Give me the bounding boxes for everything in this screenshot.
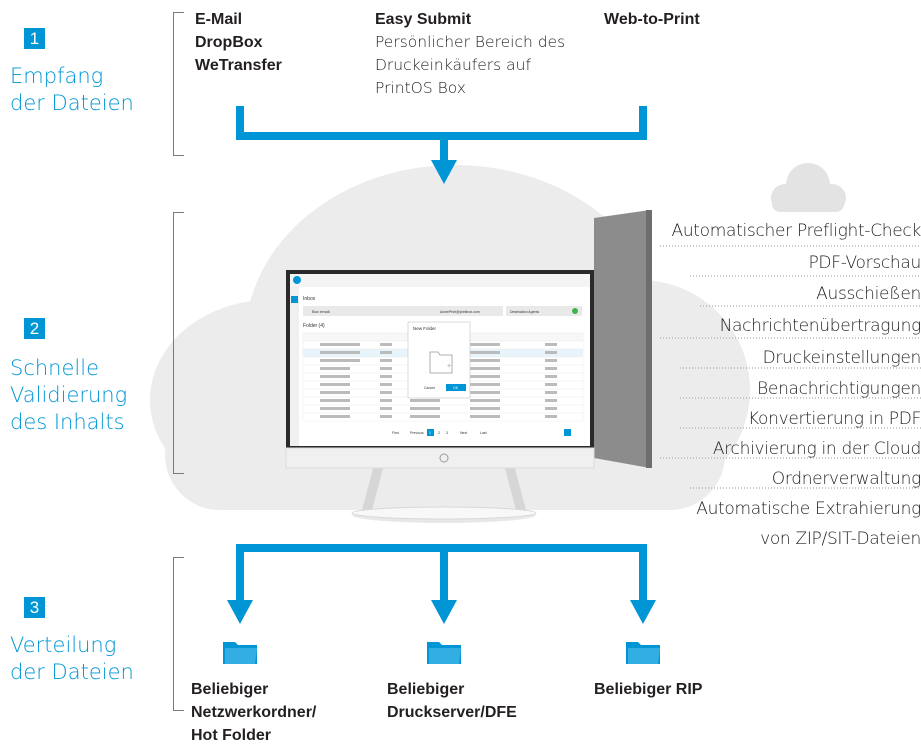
feature-item: Konvertierung in PDF xyxy=(748,409,921,429)
step-1-title: Empfang der Dateien xyxy=(10,64,134,115)
svg-text:First: First xyxy=(392,431,399,435)
svg-text:Next: Next xyxy=(460,431,467,435)
monitor-destination: Destination Agents xyxy=(510,310,539,314)
small-cloud-icon xyxy=(771,163,846,212)
svg-text:Previous: Previous xyxy=(410,431,424,435)
step-3-bracket xyxy=(173,557,184,711)
step-2-title: Schnelle Validierung des Inhalts xyxy=(10,356,128,434)
destination-network-folder: Beliebiger Netzwerkordner/ Hot Folder xyxy=(191,681,317,744)
svg-text:+: + xyxy=(447,363,451,370)
folder-icon xyxy=(223,642,257,664)
dialog-ok: OK xyxy=(453,386,459,390)
step-2-badge: 2 xyxy=(24,318,45,339)
feature-item: Ordnerverwaltung xyxy=(771,469,921,489)
feature-item: Automatischer Preflight-Check xyxy=(671,221,921,241)
destination-rip: Beliebiger RIP xyxy=(594,681,703,698)
feature-item: Ausschießen xyxy=(816,284,921,304)
step-1-badge: 1 xyxy=(24,28,45,49)
destination-print-server: Beliebiger Druckserver/DFE xyxy=(387,681,517,721)
feature-panel xyxy=(594,210,650,468)
feature-item: PDF-Vorschau xyxy=(808,253,921,273)
outgoing-arrows xyxy=(236,544,647,602)
svg-text:Last: Last xyxy=(480,431,487,435)
monitor-inbox-label: Inbox xyxy=(303,296,316,302)
incoming-arrows xyxy=(236,106,647,164)
folder-icon xyxy=(427,642,461,664)
feature-item: Nachrichtenübertragung xyxy=(719,316,921,336)
step-2-bracket xyxy=(173,212,184,474)
svg-text:1: 1 xyxy=(429,431,431,435)
feature-item: Archivierung in der Cloud xyxy=(712,439,921,459)
feature-item: Automatische Extrahierung xyxy=(696,499,921,519)
svg-text:3: 3 xyxy=(446,431,448,435)
step-3-badge: 3 xyxy=(24,597,45,618)
svg-text:2: 2 xyxy=(438,431,440,435)
step-3-title: Verteilung der Dateien xyxy=(10,633,134,684)
feature-item: von ZIP/SIT-Dateien xyxy=(760,529,921,549)
source-web-to-print: Web-to-Print xyxy=(604,11,700,28)
feature-item: Druckeinstellungen xyxy=(762,348,921,368)
dialog-cancel: Cancel xyxy=(424,386,435,390)
dialog-title: New Folder xyxy=(413,326,437,331)
folder-icon xyxy=(626,642,660,664)
feature-item: Benachrichtigungen xyxy=(757,379,921,399)
monitor-box-email: Box email xyxy=(312,309,330,314)
step-1-bracket xyxy=(173,12,184,156)
monitor-email-value: AcmePrint@printbox.com xyxy=(440,310,480,314)
monitor-folder-header: Folder (4) xyxy=(303,323,325,329)
